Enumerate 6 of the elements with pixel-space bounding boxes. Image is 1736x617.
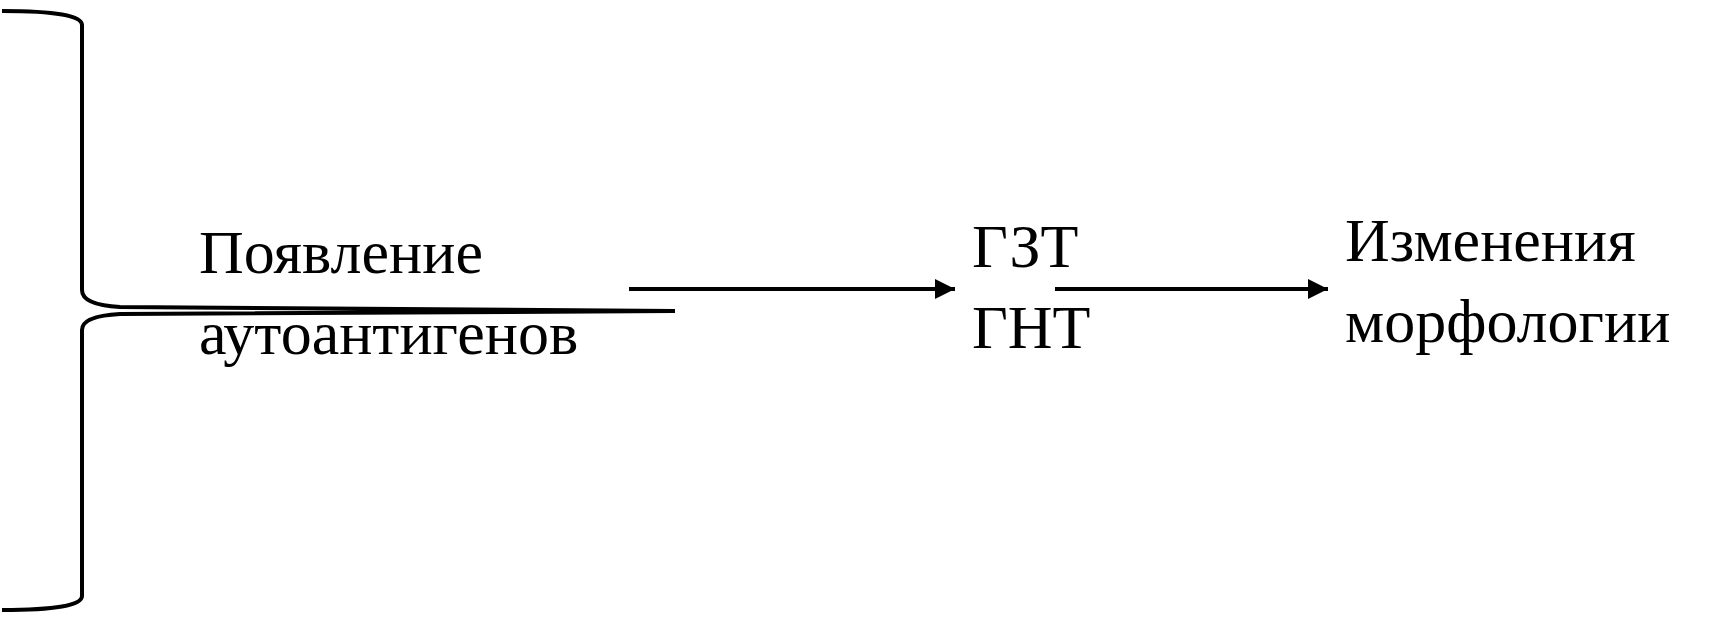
arrow	[629, 279, 955, 299]
node-label: ГНТ	[972, 292, 1092, 363]
arrow	[1055, 279, 1328, 299]
node-label: Появление аутоантигенов	[199, 217, 580, 369]
node-label: Изменения морфологии	[1345, 205, 1672, 357]
node-label: ГЗТ	[972, 211, 1080, 282]
